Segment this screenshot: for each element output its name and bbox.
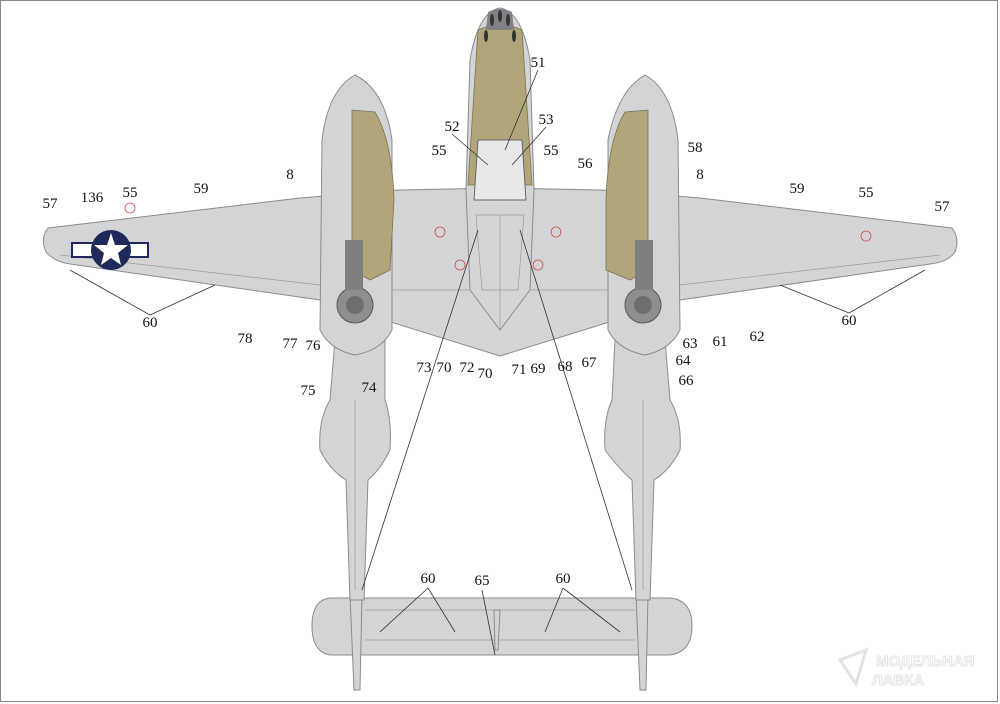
callout: 72 (460, 360, 475, 376)
leader-lines (69, 69, 926, 656)
watermark: МОДЕЛЬНАЯ ЛАВКА (837, 647, 975, 690)
left-nacelle (319, 74, 395, 356)
callout: 64 (676, 353, 692, 369)
callout: 66 (679, 373, 695, 389)
callout: 52 (445, 119, 460, 135)
callout: 75 (301, 383, 316, 399)
callout: 51 (531, 55, 546, 71)
national-insignia (71, 230, 149, 270)
callout: 60 (842, 313, 857, 329)
callout: 78 (238, 331, 253, 347)
callout: 61 (713, 334, 728, 350)
callout: 8 (696, 167, 704, 183)
callout: 56 (578, 156, 594, 172)
callout: 69 (531, 361, 546, 377)
callout: 73 (417, 360, 432, 376)
callout: 57 (935, 199, 951, 215)
callout: 8 (286, 167, 294, 183)
callout-labels: 51 52 53 55 55 56 58 8 8 55 136 57 59 59… (43, 55, 951, 589)
callout: 76 (306, 338, 322, 354)
callout: 60 (143, 315, 158, 331)
horizontal-stabilizer (311, 597, 693, 656)
callout: 136 (81, 190, 104, 206)
callout: 63 (683, 336, 698, 352)
callout: 77 (283, 336, 299, 352)
callout: 70 (478, 366, 493, 382)
callout: 59 (194, 181, 209, 197)
callout: 60 (556, 571, 571, 587)
callout: 74 (362, 380, 378, 396)
callout: 55 (859, 185, 874, 201)
callout: 67 (582, 355, 598, 371)
callout: 68 (558, 359, 573, 375)
callout: 70 (437, 360, 452, 376)
right-boom (604, 339, 681, 601)
red-stencils (124, 202, 872, 271)
callout: 55 (123, 185, 138, 201)
callout: 71 (512, 362, 527, 378)
right-nacelle (605, 74, 681, 356)
callout: 57 (43, 196, 59, 212)
callout: 55 (432, 143, 447, 159)
watermark-logo-icon (837, 647, 869, 688)
callout: 58 (688, 140, 703, 156)
left-boom (319, 339, 391, 601)
callout: 65 (475, 573, 490, 589)
watermark-line2: ЛАВКА (872, 672, 924, 689)
callout: 60 (421, 571, 436, 587)
callout: 59 (790, 181, 805, 197)
central-nacelle (465, 7, 535, 331)
callout: 55 (544, 143, 559, 159)
callout: 53 (539, 112, 554, 128)
watermark-line1: МОДЕЛЬНАЯ (876, 653, 974, 670)
callout: 62 (750, 329, 765, 345)
